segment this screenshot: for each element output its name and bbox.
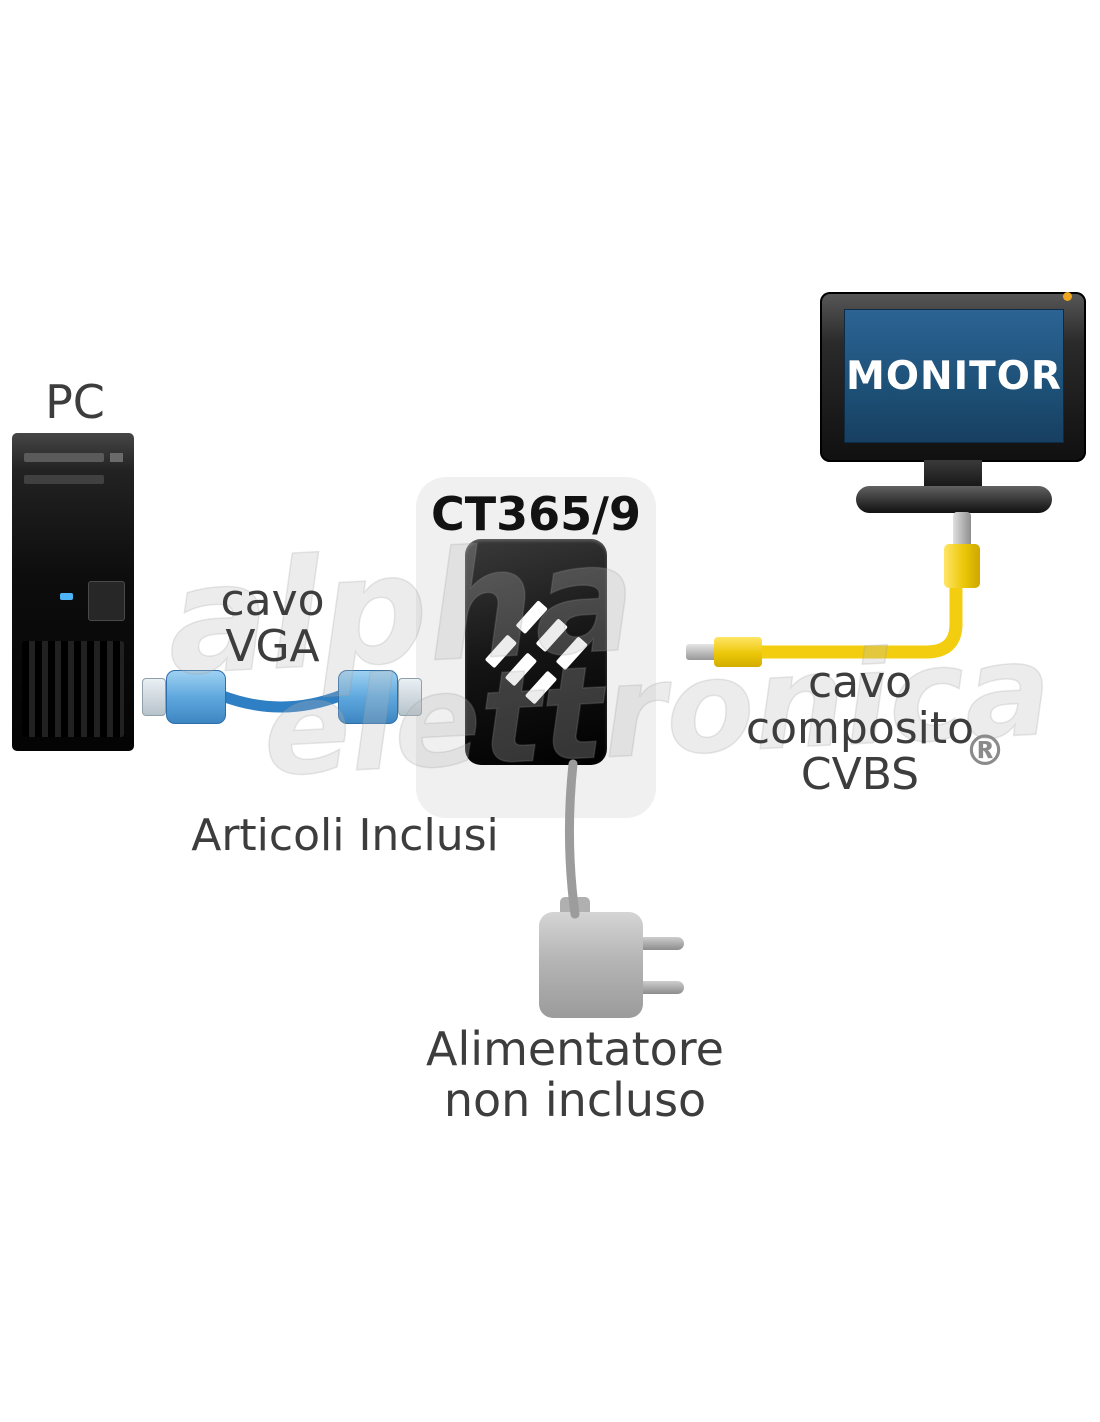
pc-vents [22, 641, 124, 737]
composite-cable-label-line1: cavo [807, 657, 913, 708]
pc-tower [12, 433, 134, 751]
rca-plug-tip [953, 512, 971, 544]
rca-plug-body [944, 544, 980, 588]
rca-plug-tip [686, 644, 714, 660]
monitor-power-led [1063, 292, 1072, 301]
power-plug-prong-top [636, 937, 684, 950]
vga-connector-body [166, 670, 226, 724]
power-plug-prong-bottom [636, 981, 684, 994]
pc-drive-slot-1 [24, 453, 104, 462]
composite-cable-label: cavo composito CVBS [738, 660, 982, 797]
vga-connector-left [142, 670, 226, 724]
registered-trademark-icon: ® [964, 726, 1006, 775]
power-adapter-label: Alimentatore non incluso [390, 1024, 760, 1125]
vga-connector-body [338, 670, 398, 724]
composite-cable-label-line3: CVBS [800, 748, 920, 800]
vga-connector-face [142, 678, 166, 716]
pc-front-panel [88, 581, 125, 621]
power-adapter-label-line1: Alimentatore [426, 1022, 724, 1076]
vga-cable-label-line1: cavo [220, 575, 325, 626]
vga-cable-wire [214, 689, 348, 713]
rca-plug-monitor [944, 512, 980, 588]
vga-connector-face [398, 678, 422, 716]
converter-panel: CT365/9 [416, 477, 656, 818]
monitor-screen: MONITOR [844, 309, 1064, 443]
pc-power-led [60, 593, 73, 600]
pc-eject-button [110, 453, 123, 462]
included-items-label: Articoli Inclusi [191, 810, 499, 861]
converter-device [465, 539, 607, 765]
pc-label: PC [45, 375, 105, 429]
monitor-label: MONITOR [846, 353, 1062, 399]
vga-cable-label: cavo VGA [190, 575, 355, 673]
composite-cable-label-line2: composito [745, 702, 975, 754]
converter-model-label: CT365/9 [431, 487, 641, 541]
monitor-stand-neck [924, 460, 982, 490]
monitor: MONITOR [820, 292, 1086, 462]
vga-connector-right [338, 670, 422, 724]
power-adapter-label-line2: non incluso [443, 1072, 707, 1127]
rca-plug-converter [686, 637, 762, 667]
rca-plug-body [714, 637, 762, 667]
monitor-stand-base [856, 486, 1052, 513]
power-cable-wire [564, 759, 580, 919]
vga-cable-label-line2: VGA [225, 621, 320, 673]
pc-drive-slot-2 [24, 475, 104, 484]
power-adapter [539, 912, 643, 1018]
composite-cable-wire [753, 583, 963, 659]
